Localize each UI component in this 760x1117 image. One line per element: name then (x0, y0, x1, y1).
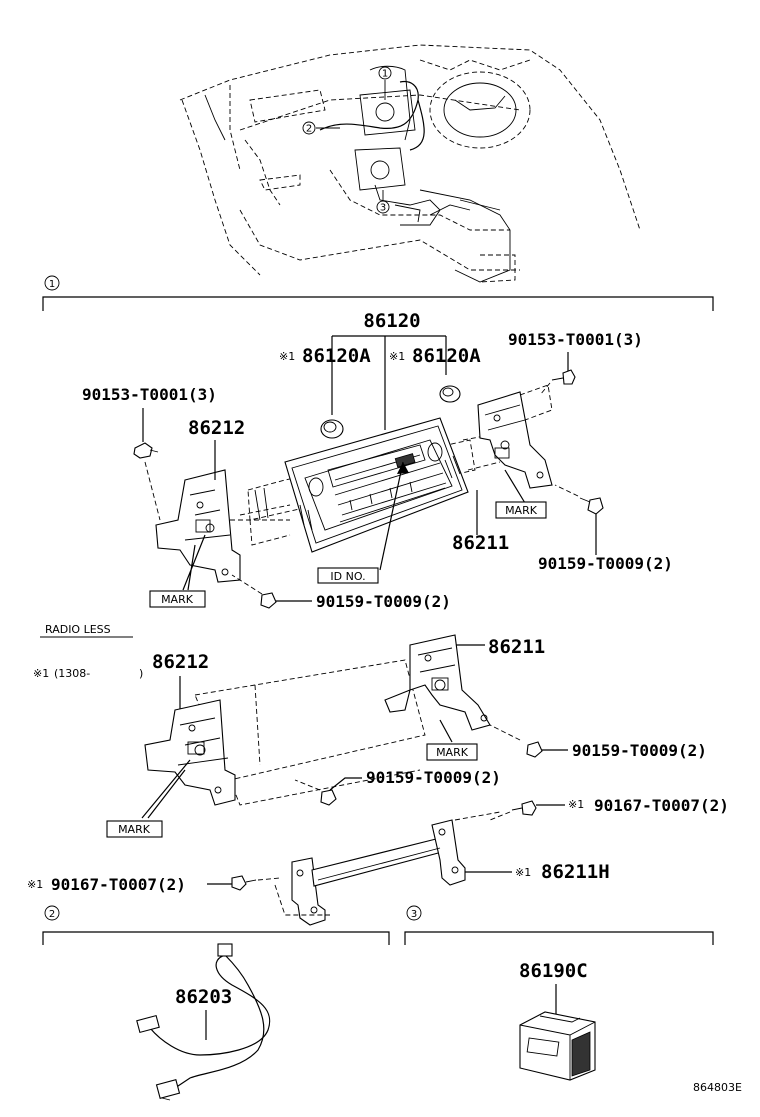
note-mark-cap-right: ※1 (389, 350, 405, 363)
overview-callout-3: 3 (380, 203, 386, 214)
label-86211-lower: 86211 (488, 636, 545, 658)
section-3-number: 3 (411, 909, 417, 920)
label-screw-mid-lower: 90159-T0009(2) (366, 768, 501, 787)
mark-right-upper: MARK (505, 504, 538, 517)
bolt-left-lower (231, 875, 257, 891)
mark-left-lower: MARK (118, 823, 151, 836)
screw-right-upper (579, 497, 604, 515)
bolt-right-lower (511, 800, 537, 816)
label-86212-upper: 86212 (188, 417, 245, 439)
mark-right-lower: MARK (436, 746, 469, 759)
radio-less-section: RADIO LESS ※1 (1308- ) 86212 MARK 86211 (27, 623, 729, 926)
label-screw-right-lower: 90159-T0009(2) (572, 741, 707, 760)
bolt-tr (551, 369, 576, 385)
section-1-header: 1 (42, 275, 714, 311)
overview-callout-1: 1 (382, 69, 388, 80)
knob-cap-left (320, 419, 344, 439)
label-id-no: ID NO. (330, 570, 365, 583)
label-86120a-left: 86120A (302, 345, 371, 367)
bracket-right-86211 (477, 391, 553, 489)
bracket-left-lower (144, 699, 236, 806)
label-screw-bottom-upper: 90159-T0009(2) (316, 592, 451, 611)
bracket-left-86212 (155, 469, 241, 583)
label-86211-upper: 86211 (452, 532, 509, 554)
note-mark-cap-left: ※1 (279, 350, 295, 363)
bar-86211h (291, 819, 466, 926)
illustration-id: 864803E (693, 1081, 742, 1094)
bracket-right-lower (384, 634, 491, 731)
section-3: 3 86190C (404, 905, 714, 1081)
label-86212-lower: 86212 (152, 651, 209, 673)
radio-less-note-mark: ※1 (33, 667, 49, 680)
wire-harness-86203 (136, 943, 271, 1101)
note-mark-bar: ※1 (515, 866, 531, 879)
label-bolt-left-lower: 90167-T0007(2) (51, 875, 186, 894)
label-86211h: 86211H (541, 861, 610, 883)
radio-assembly: 86120 ※1 86120A ※1 86120A (82, 310, 673, 611)
radio-less-title: RADIO LESS (45, 623, 111, 636)
screw-right-lower (526, 741, 543, 758)
label-screw-right-upper: 90159-T0009(2) (538, 554, 673, 573)
mark-left-upper: MARK (161, 593, 194, 606)
label-86120: 86120 (363, 310, 420, 332)
label-86190c: 86190C (519, 960, 588, 982)
dashboard-overview: 1 2 3 (179, 44, 641, 283)
screw-mid-lower (320, 789, 337, 806)
section-2-number: 2 (49, 909, 55, 920)
note-mark-bolt-left: ※1 (27, 878, 43, 891)
screw-bottom-upper (260, 592, 277, 609)
section-2: 2 86203 (42, 905, 390, 1101)
radio-less-note-range: (1308- (54, 667, 90, 680)
section-1-number: 1 (49, 279, 55, 290)
radio-receiver (247, 417, 476, 553)
bolt-tl (133, 442, 159, 459)
overview-callout-2: 2 (306, 124, 312, 135)
switch-86190c (519, 1011, 596, 1081)
knob-cap-right (439, 385, 461, 403)
radio-less-note-close: ) (139, 667, 143, 680)
label-86203: 86203 (175, 986, 232, 1008)
label-bolt-right-lower: 90167-T0007(2) (594, 796, 729, 815)
label-bolt-tl: 90153-T0001(3) (82, 385, 217, 404)
label-bolt-tr: 90153-T0001(3) (508, 330, 643, 349)
label-86120a-right: 86120A (412, 345, 481, 367)
note-mark-bolt-right: ※1 (568, 798, 584, 811)
